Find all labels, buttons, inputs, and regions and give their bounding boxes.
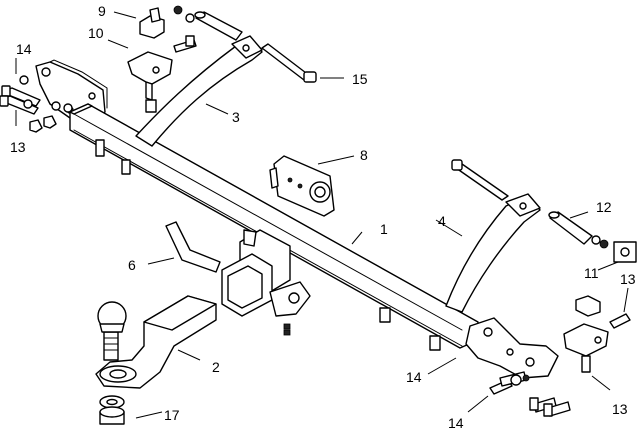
long-bolt-15: [261, 43, 317, 83]
callout-8: 8: [360, 147, 368, 163]
main-cross-beam: [69, 103, 479, 351]
callout-12: 12: [596, 199, 612, 215]
callout-14-left: 14: [16, 41, 32, 57]
small-bolt-left: [173, 35, 197, 53]
bottom-right-bolts: [489, 371, 571, 417]
right-lower-bracket: [563, 295, 631, 373]
callout-6: 6: [128, 257, 136, 273]
socket-plate: [269, 155, 335, 217]
callout-13-right-lower: 13: [612, 401, 628, 417]
callout-17: 17: [164, 407, 180, 423]
callout-11: 11: [584, 265, 599, 281]
callout-13-right-upper: 13: [620, 271, 636, 287]
washers-top-left: [173, 5, 195, 23]
leader-lines: [15, 11, 629, 419]
ball-nut-washer: [99, 395, 125, 425]
receiver-hitch-block: [221, 229, 311, 317]
callout-4: 4: [438, 213, 446, 229]
tow-ball: [97, 301, 127, 361]
callout-labels: 1 2 3 4 6 8 9 10 11 12 13 13 13 14 14 14…: [10, 3, 636, 431]
square-washer-11: [613, 241, 637, 263]
spacer-tube-top: [194, 11, 243, 41]
callout-2: 2: [212, 359, 220, 375]
left-bolts-set: [0, 75, 73, 133]
callout-9: 9: [98, 3, 106, 19]
callout-3: 3: [232, 109, 240, 125]
tow-ball-mount: [95, 295, 217, 389]
bent-pin: [165, 221, 221, 273]
callout-14-bottom: 14: [448, 415, 464, 431]
upper-left-bracket: [127, 51, 173, 113]
callout-15: 15: [352, 71, 368, 87]
spacer-tube-12: [548, 211, 609, 249]
callout-14-mid: 14: [406, 369, 422, 385]
bracket-nut: [139, 7, 165, 39]
long-bolt-right: [451, 159, 509, 201]
callout-1: 1: [380, 221, 388, 237]
left-side-arm: [135, 35, 263, 147]
callout-10: 10: [88, 25, 104, 41]
right-side-arm: [445, 193, 541, 313]
hitch-screws: [283, 323, 291, 336]
callout-13-left: 13: [10, 139, 26, 155]
right-mounting-bracket: [465, 317, 559, 379]
